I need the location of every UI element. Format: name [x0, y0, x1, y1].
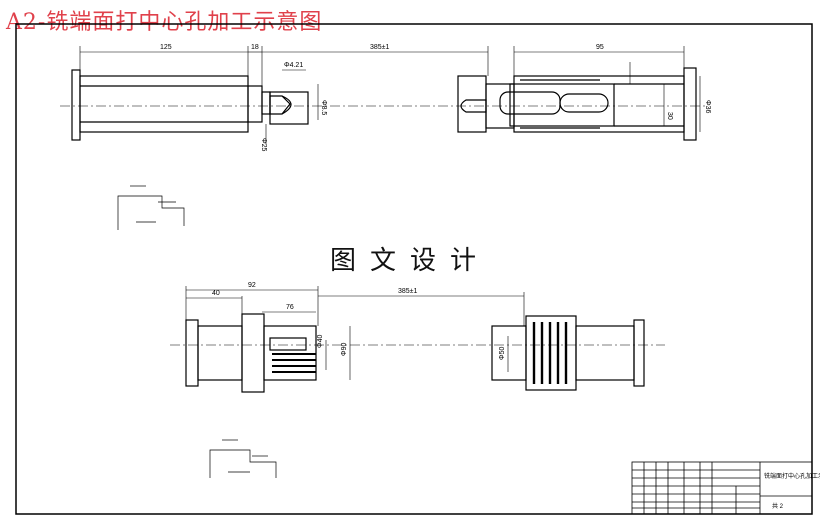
dim-bottom-d1: Φ40 — [317, 335, 324, 348]
bottom-left-coil — [272, 353, 316, 373]
dim-top-right-length: 95 — [596, 44, 604, 51]
title-block — [631, 461, 813, 515]
dim-bottom-92: 92 — [248, 282, 256, 289]
dim-top-right-d: Φ36 — [704, 100, 711, 113]
dim-top-d2: Φ8.5 — [320, 100, 327, 115]
top-dimensions — [79, 46, 701, 144]
dim-bottom-d2: Φ90 — [341, 343, 348, 356]
dim-bottom-right-d: Φ50 — [499, 347, 506, 360]
dim-top-d1: Φ4.21 — [284, 62, 303, 69]
dim-top-right-d2: 30 — [666, 112, 673, 120]
bottom-right-fixture — [491, 315, 645, 391]
dim-top-stroke: 385±1 — [370, 44, 390, 51]
dim-top-small: 18 — [251, 44, 259, 51]
top-step-symbol — [117, 185, 185, 230]
dim-top-left-length: 125 — [160, 44, 172, 51]
bottom-left-fixture — [185, 313, 317, 393]
drawing-title: A2-铣端面打中心孔加工示意图 — [6, 10, 323, 35]
dim-bottom-stroke: 385±1 — [398, 288, 418, 295]
dim-bottom-76: 76 — [286, 304, 294, 311]
bottom-dimensions — [185, 286, 525, 380]
bottom-right-coil — [532, 322, 568, 384]
drawing-frame — [15, 23, 813, 515]
top-left-fixture — [71, 69, 309, 141]
dim-bottom-40: 40 — [212, 290, 220, 297]
bottom-step-symbol — [209, 439, 277, 478]
title-block-sheet: 共 2 — [772, 502, 784, 510]
watermark-text: 图文设计 — [329, 246, 490, 276]
dim-top-d3: Φ25 — [260, 138, 267, 151]
title-block-name: 铣端面打中心孔加工示意图 — [764, 472, 820, 480]
top-right-fixture — [457, 67, 697, 141]
